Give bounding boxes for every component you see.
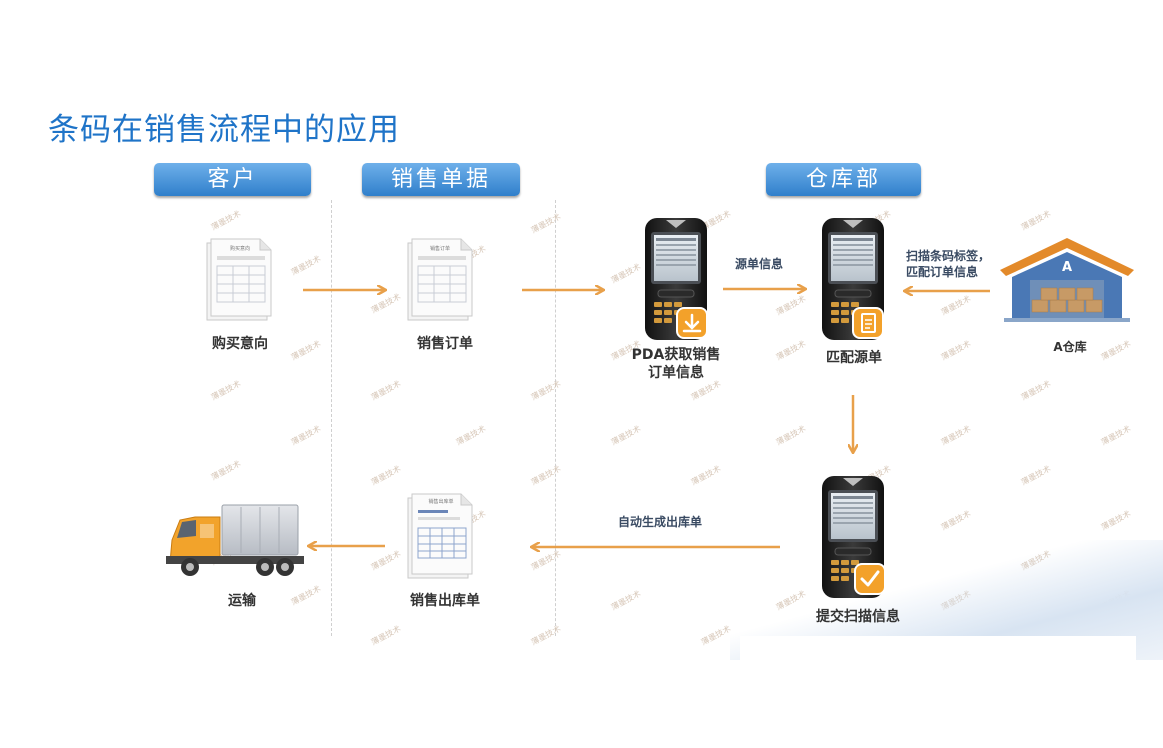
note-source-info: 源单信息 — [735, 257, 784, 271]
warehouse-sign: A — [1062, 260, 1072, 275]
label-match-source: 匹配源单 — [826, 350, 882, 366]
clipboard-icon — [852, 307, 884, 339]
header-customer: 客户 — [154, 163, 311, 196]
label-pda-get-line1: PDA获取销售 — [631, 347, 721, 363]
header-warehouse: 仓库部 — [766, 163, 921, 196]
label-pda-get-line2: 订单信息 — [648, 365, 704, 381]
corner-mask — [740, 636, 1136, 661]
document-icon-sales-order — [407, 238, 473, 321]
doc-heading-sales-order: 销售订单 — [430, 245, 450, 252]
pda-device-icon-match — [822, 218, 884, 340]
header-sales-docs: 销售单据 — [362, 163, 520, 196]
truck-icon — [166, 504, 304, 576]
document-icon-sales-outbound — [407, 493, 473, 579]
note-auto-generate: 自动生成出库单 — [618, 515, 703, 529]
label-warehouse-a: A仓库 — [1053, 340, 1087, 354]
check-icon — [854, 563, 886, 595]
document-icon-purchase-intent — [206, 238, 272, 321]
label-purchase-intent: 购买意向 — [212, 336, 268, 352]
page-title: 条码在销售流程中的应用 — [48, 112, 400, 148]
doc-heading-purchase-intent: 购买意向 — [230, 245, 250, 252]
note-scan-line2: 匹配订单信息 — [906, 265, 979, 279]
download-icon — [676, 307, 708, 339]
column-divider-2 — [555, 200, 556, 636]
warehouse-icon — [1000, 238, 1134, 322]
note-scan-line1: 扫描条码标签， — [906, 249, 991, 263]
label-sales-outbound: 销售出库单 — [410, 593, 480, 609]
label-sales-order: 销售订单 — [417, 336, 473, 352]
doc-heading-sales-outbound: 销售出库单 — [428, 498, 453, 505]
column-divider-1 — [331, 200, 332, 636]
label-transport: 运输 — [228, 593, 256, 609]
label-submit-scan: 提交扫描信息 — [816, 609, 900, 625]
